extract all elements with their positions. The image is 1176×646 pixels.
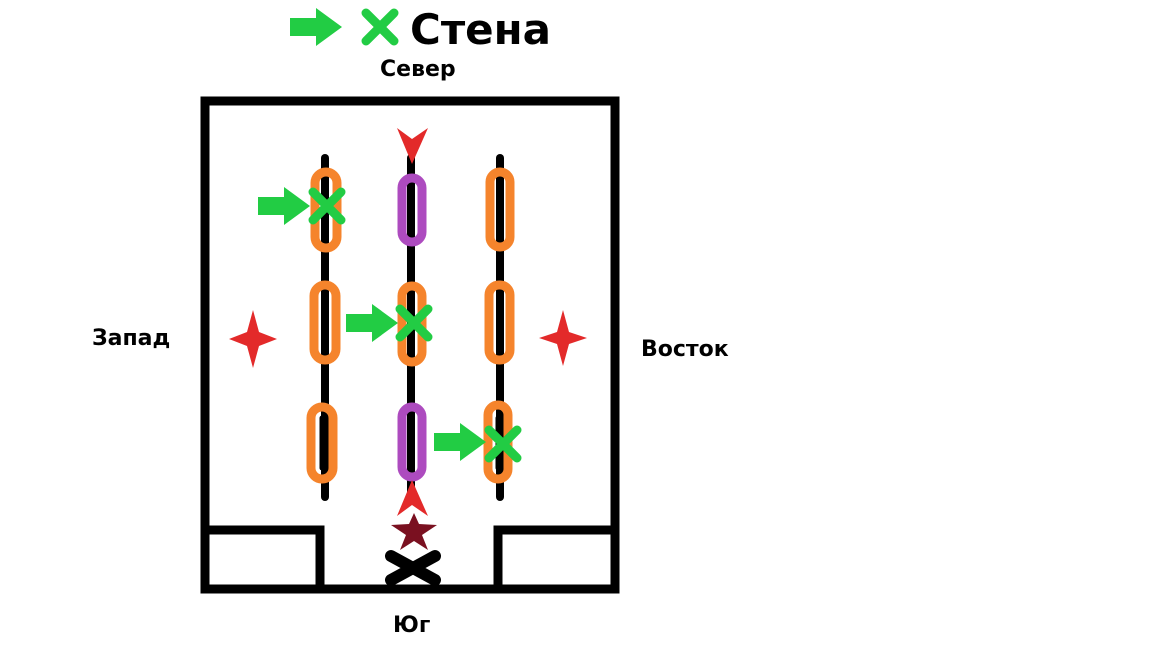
legend-arrow-icon bbox=[290, 8, 342, 46]
marker-oval bbox=[309, 280, 341, 365]
marker-oval bbox=[485, 167, 515, 252]
legend-label: Стена bbox=[410, 5, 552, 54]
east-label: Восток bbox=[641, 337, 729, 362]
star-entrance-icon bbox=[391, 513, 437, 550]
room-walls bbox=[200, 96, 620, 594]
marker-oval bbox=[397, 173, 427, 247]
spike-north-icon bbox=[397, 128, 428, 164]
west-label: Запад bbox=[92, 326, 171, 351]
marker-oval bbox=[484, 280, 515, 365]
marker-oval bbox=[397, 402, 427, 482]
south-label: Юг bbox=[393, 613, 431, 638]
star-west-icon bbox=[229, 310, 277, 368]
legend-x-icon bbox=[366, 13, 394, 41]
wall-arrow-2 bbox=[346, 304, 428, 342]
star-east-icon bbox=[539, 310, 587, 366]
spike-south-icon bbox=[397, 480, 428, 516]
north-label: Север bbox=[380, 57, 456, 82]
marker-oval bbox=[306, 402, 338, 484]
black-x-icon bbox=[385, 550, 441, 586]
marker-oval bbox=[397, 281, 427, 367]
